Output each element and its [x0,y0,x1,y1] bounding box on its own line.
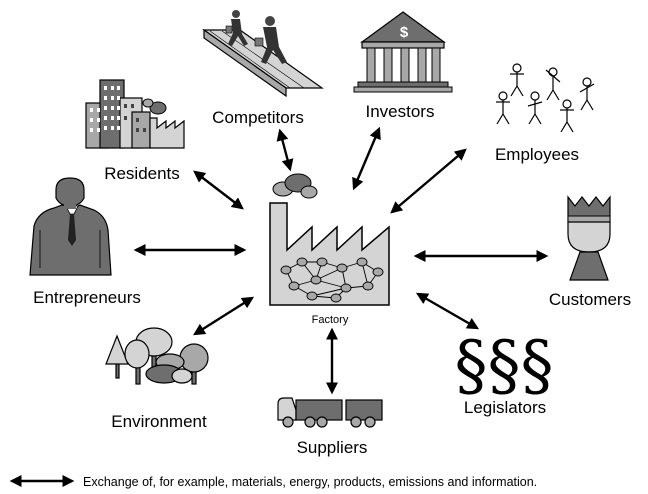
customers-label: Customers [549,290,631,309]
arrow-competitors [276,128,294,172]
customer-icon [567,195,611,281]
investors-label: Investors [366,102,435,121]
exchange-arrows [133,126,549,395]
employees-label: Employees [495,145,579,164]
entrepreneur-icon [29,177,112,276]
factory-label: Factory [312,314,349,326]
legislators-label: Legislators [464,398,546,417]
arrow-legislators [415,292,480,330]
arrow-employees [390,148,467,214]
legend-text: Exchange of, for example, materials, ene… [83,475,537,489]
arrow-environment [192,296,255,336]
bank-icon: $ [353,11,453,93]
residents-label: Residents [104,164,180,183]
factory-icon [269,173,390,306]
dollar-sign: $ [400,24,409,41]
legend: Exchange of, for example, materials, ene… [9,475,537,489]
paragraph-icon: §§§ [455,327,554,404]
arrow-investors [352,126,381,191]
arrow-residents [193,170,244,210]
competitors-icon [202,10,324,98]
environment-label: Environment [111,412,207,431]
suppliers-label: Suppliers [297,438,368,457]
residents-icon [85,79,185,149]
environment-icon [105,327,209,385]
truck-icon [277,397,383,428]
entrepreneurs-label: Entrepreneurs [33,288,141,307]
competitors-label: Competitors [212,108,304,127]
employees-icon [496,63,595,133]
